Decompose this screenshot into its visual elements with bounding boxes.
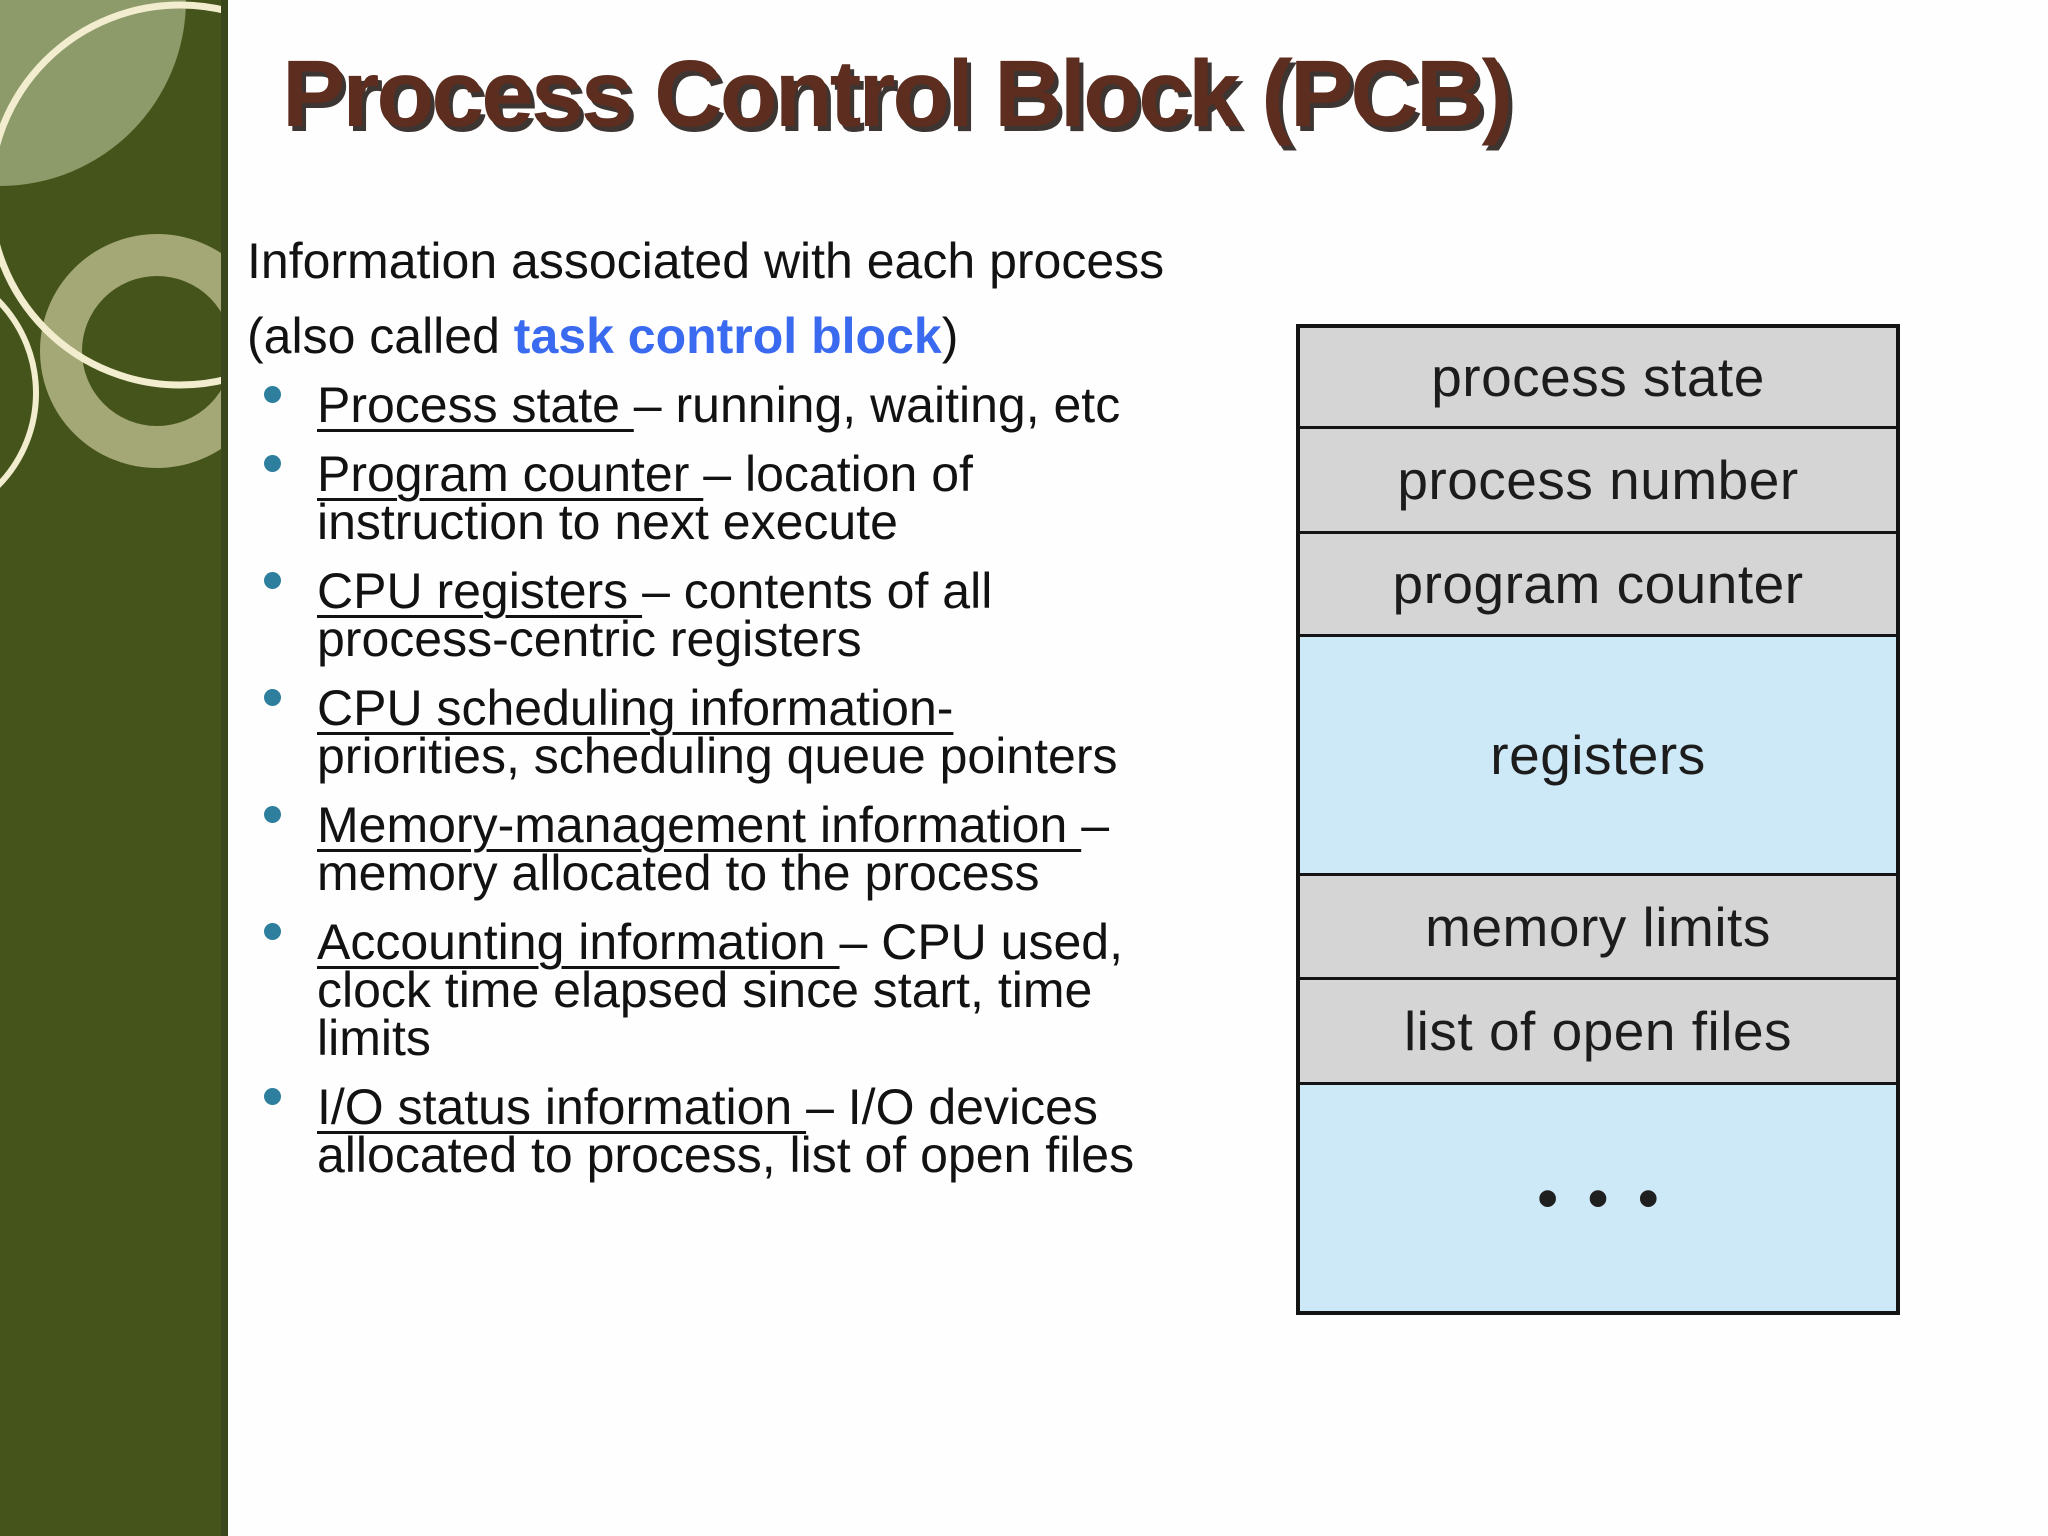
pcb-row-process-state: process state bbox=[1300, 328, 1896, 426]
intro-line2-prefix: (also called bbox=[247, 308, 514, 364]
bullet-item: CPU scheduling information-priorities, s… bbox=[264, 683, 1347, 781]
intro-line1: Information associated with each process bbox=[247, 233, 1165, 289]
bullet-dot-icon bbox=[264, 386, 281, 403]
bullet-item: Accounting information – CPU used,clock … bbox=[264, 917, 1347, 1063]
bullet-cont-line: limits bbox=[317, 1010, 431, 1066]
bullet-cont-line: allocated to process, list of open files bbox=[317, 1127, 1135, 1183]
bullet-dot-icon bbox=[264, 806, 281, 823]
pcb-row-program-counter: program counter bbox=[1300, 531, 1896, 634]
pcb-row-label: process state bbox=[1431, 346, 1765, 408]
bullet-rest: – contents of all bbox=[642, 563, 993, 619]
bullet-cont-line: instruction to next execute bbox=[317, 494, 898, 550]
bullet-term: I/O status information bbox=[317, 1079, 807, 1135]
pcb-row-label: list of open files bbox=[1403, 1000, 1793, 1062]
bullet-term: Program counter bbox=[317, 446, 704, 502]
decor-left-arc-icon bbox=[0, 298, 39, 488]
pcb-row-label: program counter bbox=[1392, 553, 1804, 615]
intro-text: Information associated with each process… bbox=[247, 224, 1347, 374]
sidebar-circles-art bbox=[0, 0, 228, 1536]
bullet-cont-line: memory allocated to the process bbox=[317, 845, 1040, 901]
pcb-row-label: registers bbox=[1490, 724, 1706, 786]
ellipsis-dots: ••• bbox=[1537, 1165, 1689, 1231]
bullet-rest: – I/O devices bbox=[806, 1079, 1098, 1135]
pcb-row-registers: registers bbox=[1300, 634, 1896, 873]
pcb-row-label: memory limits bbox=[1425, 895, 1771, 958]
bullet-item: Process state – running, waiting, etc bbox=[264, 380, 1347, 430]
bullet-rest: – running, waiting, etc bbox=[633, 377, 1121, 433]
pcb-row-list-of-open-files: list of open files bbox=[1300, 977, 1896, 1082]
bullet-dot-icon bbox=[264, 572, 281, 589]
pcb-diagram: process state process number program count… bbox=[1296, 324, 1900, 1315]
pcb-row-memory-limits: memory limits bbox=[1300, 873, 1896, 977]
sidebar-decoration bbox=[0, 0, 228, 1536]
intro-highlight: task control block bbox=[513, 308, 942, 364]
decor-thick-ring-icon bbox=[40, 234, 228, 468]
bullet-term: Accounting information bbox=[317, 914, 840, 970]
bullet-item: Memory-management information –memory al… bbox=[264, 800, 1347, 898]
pcb-row-process-number: process number bbox=[1300, 426, 1896, 531]
bullet-term: Process state bbox=[317, 377, 634, 433]
bullet-dot-icon bbox=[264, 1088, 281, 1105]
bullet-cont-line: priorities, scheduling queue pointers bbox=[317, 728, 1118, 784]
bullet-term: Memory-management information bbox=[317, 797, 1082, 853]
bullet-rest: – bbox=[1081, 797, 1109, 853]
bullet-dot-icon bbox=[264, 689, 281, 706]
bullet-dot-icon bbox=[264, 923, 281, 940]
decor-quarter-disc bbox=[0, 0, 186, 186]
bullet-rest: – location of bbox=[703, 446, 973, 502]
bullet-cont-line: process-centric registers bbox=[317, 611, 862, 667]
bullet-rest: – CPU used, bbox=[839, 914, 1123, 970]
bullet-dot-icon bbox=[264, 455, 281, 472]
intro-line2-suffix: ) bbox=[941, 308, 959, 364]
sidebar-edge-strip bbox=[221, 0, 228, 1536]
bullet-term: CPU registers bbox=[317, 563, 643, 619]
pcb-row-ellipsis: ••• bbox=[1300, 1082, 1896, 1311]
page-title: Process Control Block (PCB) bbox=[282, 41, 1513, 147]
bullet-cont-line: clock time elapsed since start, time bbox=[317, 962, 1093, 1018]
body-text-block: Information associated with each process… bbox=[247, 224, 1347, 1200]
pcb-row-label: process number bbox=[1397, 449, 1799, 511]
bullet-term: CPU scheduling information- bbox=[317, 680, 954, 736]
decor-thin-circle-icon bbox=[0, 1, 228, 389]
